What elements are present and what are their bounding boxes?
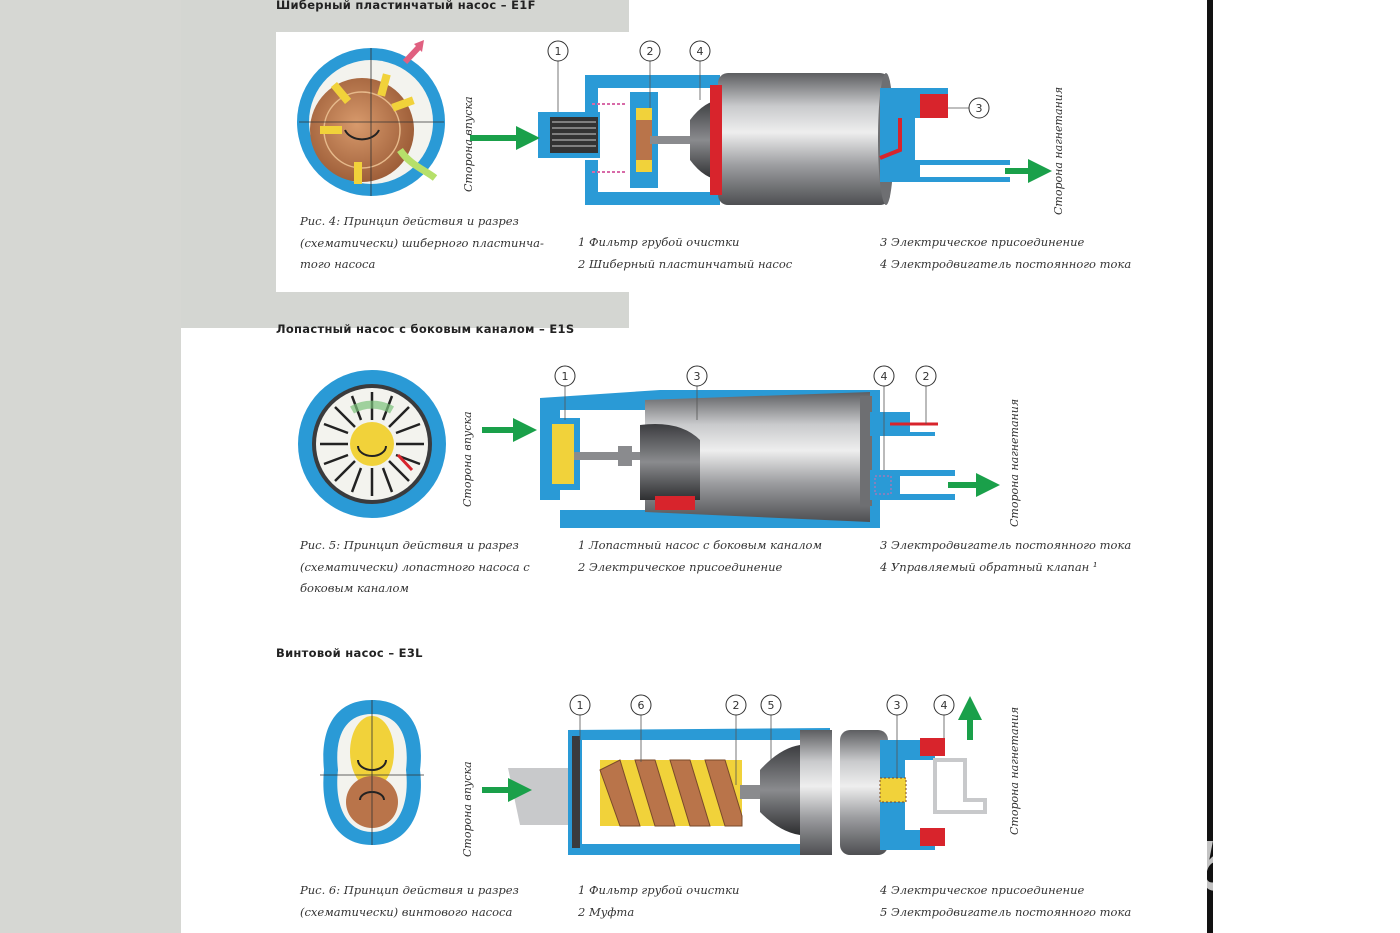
e1s-callout-3: 3	[694, 370, 701, 383]
e1f-callout-4: 4	[697, 45, 704, 58]
page-edge-divider	[1207, 0, 1213, 933]
e1f-callout-2: 2	[647, 45, 654, 58]
e3l-legend-right: 4 Электрическое присоединение 5 Электрод…	[880, 883, 1132, 919]
e1s-callout-4: 4	[881, 370, 888, 383]
e1f-front-view	[297, 40, 445, 196]
e1f-legend-right: 3 Электрическое присоединение 4 Электрод…	[880, 235, 1132, 271]
e1s-figure-caption: Рис. 5: Принцип действия и разрез (схема…	[300, 538, 530, 595]
e1s-intake-label: Сторона впуска	[461, 411, 474, 507]
e3l-front-view	[320, 700, 424, 845]
e3l-figure-caption: Рис. 6: Принцип действия и разрез (схема…	[300, 883, 519, 919]
section-title-e1s: Лопастный насос с боковым каналом – E1S	[276, 322, 575, 336]
e3l-callout-6: 6	[638, 699, 645, 712]
e3l-callout-4: 4	[941, 699, 948, 712]
e1f-callouts: 1 2 4 3	[547, 40, 990, 119]
e1s-callout-2: 2	[923, 370, 930, 383]
e3l-callout-1: 1	[577, 699, 584, 712]
section-title-e3l: Винтовой насос – E3L	[276, 646, 423, 660]
e3l-outlet-label: Сторона нагнетания	[1008, 707, 1021, 835]
e3l-callout-5: 5	[768, 699, 775, 712]
e3l-callouts: 1 6 2 5 3 4	[569, 694, 955, 785]
e3l-callout-3: 3	[894, 699, 901, 712]
e1f-intake-label: Сторона впуска	[462, 96, 475, 192]
e1f-legend-left: 1 Фильтр грубой очистки 2 Шиберный пласт…	[578, 235, 793, 271]
e1s-cutaway	[540, 390, 955, 528]
e1f-figure-caption: Рис. 4: Принцип действия и разрез (схема…	[300, 214, 544, 271]
watermark-logo: abw	[1150, 832, 1292, 906]
e3l-legend-left: 1 Фильтр грубой очистки 2 Муфта	[578, 883, 740, 919]
e3l-intake-label: Сторона впуска	[461, 761, 474, 857]
section-title-e1f: Шиберный пластинчатый насос – E1F	[276, 0, 536, 12]
e3l-cutaway	[508, 728, 987, 855]
e1s-outlet-label: Сторона нагнетания	[1008, 399, 1021, 527]
e1f-callout-3: 3	[976, 102, 983, 115]
e1f-callout-1: 1	[555, 45, 562, 58]
e1f-cutaway	[538, 73, 1012, 205]
e1s-legend-left: 1 Лопастный насос с боковым каналом 2 Эл…	[578, 538, 823, 574]
e1s-callout-1: 1	[562, 370, 569, 383]
e1f-outlet-label: Сторона нагнетания	[1052, 87, 1065, 215]
e1s-callouts: 1 3 4 2	[554, 365, 937, 470]
right-margin	[1213, 0, 1400, 933]
e1s-front-view	[298, 370, 446, 518]
e3l-callout-2: 2	[733, 699, 740, 712]
e1s-legend-right: 3 Электродвигатель постоянного тока 4 Уп…	[880, 538, 1132, 574]
